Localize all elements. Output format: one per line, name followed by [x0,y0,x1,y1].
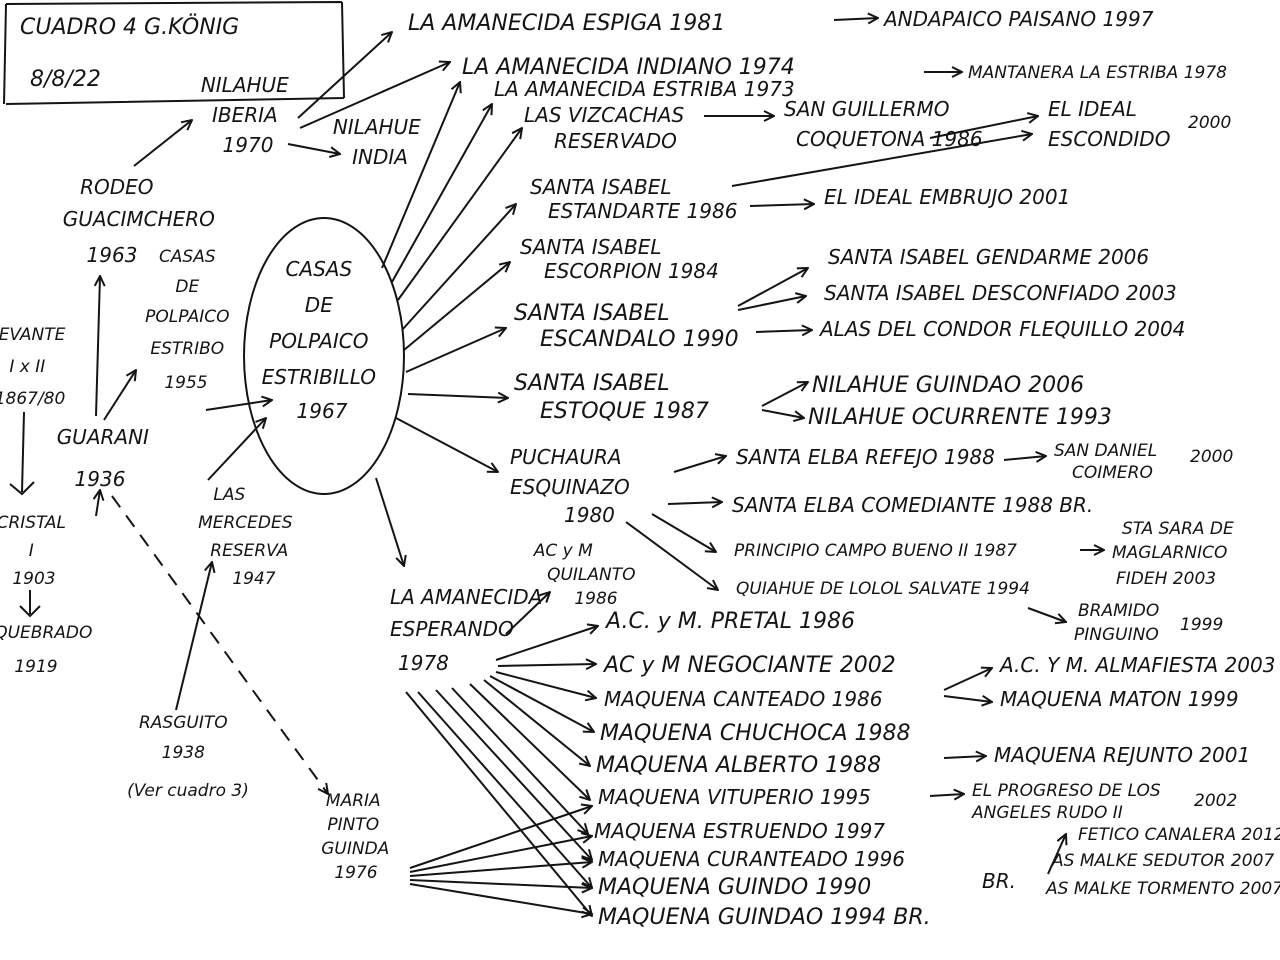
node-estoque: SANTA ISABEL ESTOQUE 1987 [514,371,709,424]
arrows [9,18,1104,916]
node-ocurrente: NILAHUE OCURRENTE 1993 [808,405,1112,430]
node-desconfiado: SANTA ISABEL DESCONFIADO 2003 [824,281,1177,305]
node-escorpion: SANTA ISABEL ESCORPION 1984 [520,235,719,283]
node-nilahue-iberia: NILAHUE IBERIA 1970 [201,73,295,157]
center-label: CASAS DE POLPAICO ESTRIBILLO 1967 [262,257,383,423]
node-guarani: GUARANI 1936 [57,425,156,491]
node-canteado: MAQUENA CANTEADO 1986 [604,687,883,711]
node-pretal: A.C. y M. PRETAL 1986 [604,609,855,634]
node-rodeo: RODEO GUACIMCHERO 1963 [63,175,222,267]
node-bramido: BRAMIDO PINGUINO [1074,601,1165,645]
node-andapaico: ANDAPAICO PAISANO 1997 [882,7,1154,31]
node-maria-pinto: MARIA PINTO GUINDA 1976 [321,791,394,883]
node-negociante: AC y M NEGOCIANTE 2002 [602,653,896,678]
node-bramido-year: 1999 [1180,615,1223,635]
node-esquinazo: PUCHAURA ESQUINAZO 1980 [510,445,636,527]
node-cristal: CRISTAL I 1903 [0,513,71,589]
node-mantanera: MANTANERA LA ESTRIBA 1978 [968,63,1227,83]
node-progreso-year: 2002 [1194,791,1237,811]
node-estribo: CASAS DE POLPAICO ESTRIBO 1955 [145,247,235,393]
node-gendarme: SANTA ISABEL GENDARME 2006 [828,245,1149,269]
node-comediante: SANTA ELBA COMEDIANTE 1988 BR. [732,493,1093,517]
node-chuchoca: MAQUENA CHUCHOCA 1988 [600,721,910,746]
node-rasguito: RASGUITO 1938 (Ver cuadro 3) [127,713,249,801]
node-vizcachas: LAS VIZCACHAS RESERVADO [524,103,691,153]
node-refejo: SANTA ELBA REFEJO 1988 [736,445,995,469]
node-sandaniel: SAN DANIEL COIMERO [1054,441,1163,483]
node-espiga: LA AMANECIDA ESPIGA 1981 [408,11,725,36]
node-progreso: EL PROGRESO DE LOS ANGELES RUDO II [971,781,1166,823]
node-ideal-escondido: EL IDEAL ESCONDIDO [1048,97,1170,151]
node-principio: PRINCIPIO CAMPO BUENO II 1987 [734,541,1017,561]
node-salvate: QUIAHUE DE LOLOL SALVATE 1994 [736,579,1030,599]
node-guindao94: MAQUENA GUINDAO 1994 BR. [598,905,931,930]
node-rejunto: MAQUENA REJUNTO 2001 [994,743,1250,767]
node-ideal-embrujo: EL IDEAL EMBRUJO 2001 [824,185,1070,209]
node-vituperio: MAQUENA VITUPERIO 1995 [598,785,871,809]
node-mercedes: LAS MERCEDES RESERVA 1947 [198,485,298,589]
node-sandaniel-year: 2000 [1190,447,1233,467]
node-indiano: LA AMANECIDA INDIANO 1974 [462,55,795,80]
center-oval [243,217,405,495]
node-guindo-br: BR. [982,869,1016,893]
node-sta-sara: STA SARA DE MAGLARNICO FIDEH 2003 [1112,519,1239,589]
node-guindo: MAQUENA GUINDO 1990 [598,875,871,900]
node-alberto: MAQUENA ALBERTO 1988 [596,753,881,778]
node-ideal-escondido-year: 2000 [1188,113,1231,133]
node-quilanto: AC y M QUILANTO 1986 [533,541,641,609]
node-tormento: AS MALKE TORMENTO 2007 [1045,879,1280,899]
node-escandalo: SANTA ISABEL ESCANDALO 1990 [514,301,739,352]
node-fetiche: FETICO CANALERA 2012 [1078,825,1280,845]
node-san-guillermo: SAN GUILLERMO COQUETONA 1986 [784,97,983,151]
node-estandarte: SANTA ISABEL ESTANDARTE 1986 [530,175,737,223]
node-curanteado: MAQUENA CURANTEADO 1996 [598,847,905,871]
node-guindao06: NILAHUE GUINDAO 2006 [812,373,1084,398]
node-esperando: LA AMANECIDA ESPERANDO 1978 [390,585,549,675]
node-nilahue-india: NILAHUE INDIA [333,115,427,169]
node-quebrado: QUEBRADO 1919 [0,623,98,677]
chart-date: 8/8/22 [30,67,101,92]
node-maton: MAQUENA MATON 1999 [1000,687,1239,711]
chart-title: CUADRO 4 G.KÖNIG [20,14,239,40]
node-levante: LEVANTE I x II 1867/80 [0,325,71,409]
title-frame [3,1,345,105]
node-estruendo: MAQUENA ESTRUENDO 1997 [594,819,885,843]
node-estriba73: LA AMANECIDA ESTRIBA 1973 [494,77,795,101]
node-alas: ALAS DEL CONDOR FLEQUILLO 2004 [818,317,1185,341]
node-seductor: AS MALKE SEDUTOR 2007 [1051,851,1274,871]
node-alfiesta: A.C. Y M. ALMAFIESTA 2003 [998,653,1275,677]
